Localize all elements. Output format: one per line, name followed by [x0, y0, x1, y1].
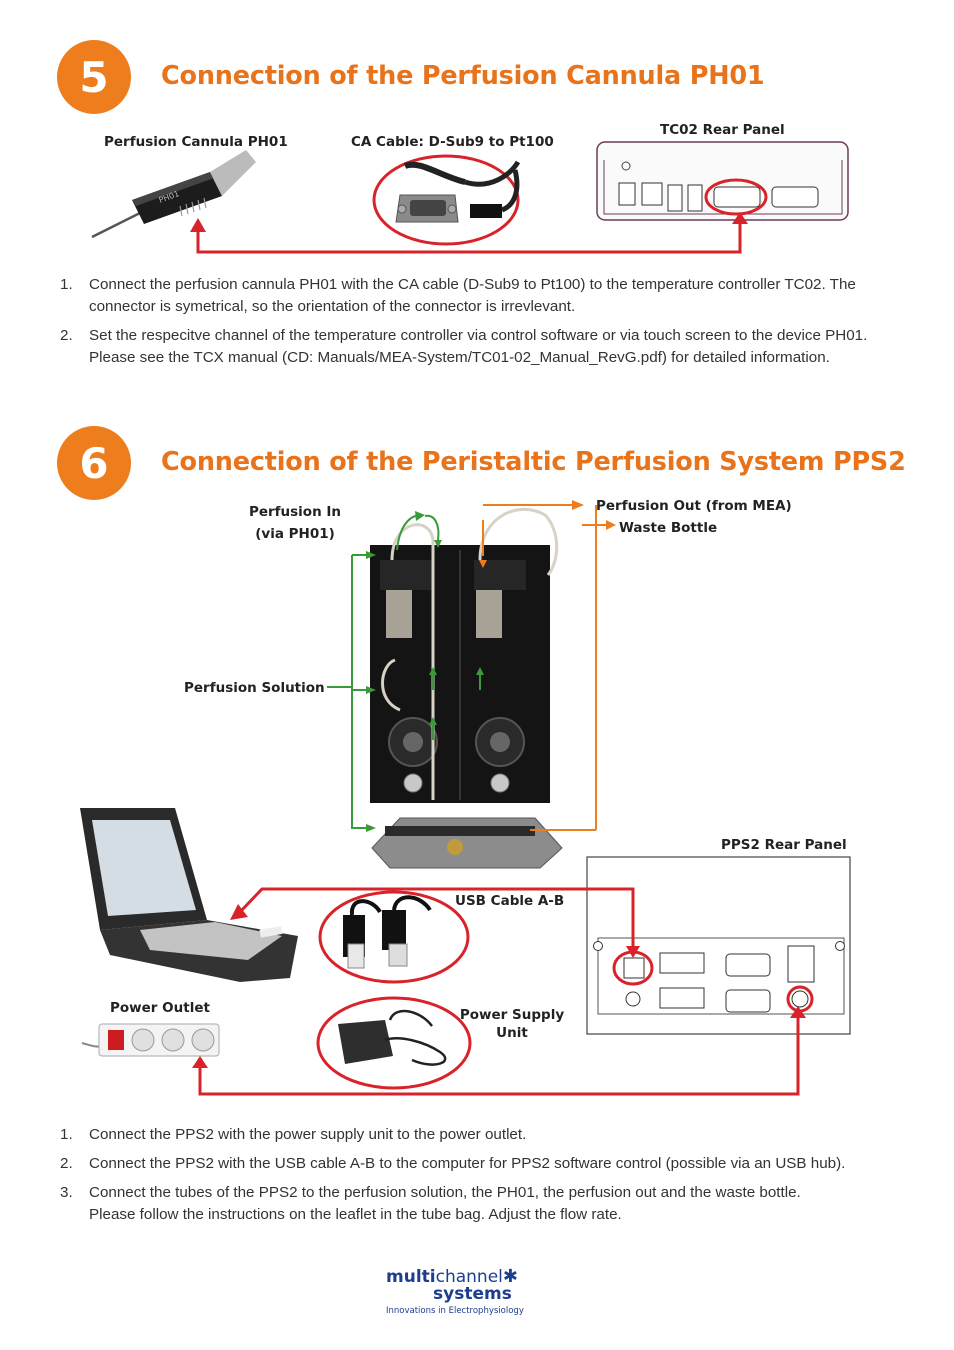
- power-supply-label: Power Supply Unit: [459, 1007, 565, 1041]
- perfusion-out-arrows: [482, 504, 608, 831]
- section-5-connection-arrow: [190, 212, 748, 254]
- section-6-instructions: 1.Connect the PPS2 with the power supply…: [60, 1124, 850, 1233]
- section-6-step-3: 3.Connect the tubes of the PPS2 to the p…: [60, 1184, 801, 1223]
- pps2-rear-panel-image: [586, 856, 851, 1035]
- waste-bottle-label: Waste Bottle: [619, 520, 718, 536]
- power-supply-image: [316, 996, 472, 1090]
- power-outlet-label: Power Outlet: [110, 1000, 210, 1016]
- step-5-badge: 5: [57, 40, 131, 114]
- logo-word-channel: channel: [435, 1267, 503, 1287]
- usb-cable-label: USB Cable A-B: [455, 893, 565, 909]
- section-5-title: Connection of the Perfusion Cannula PH01: [161, 61, 765, 91]
- step-6-number: 6: [79, 438, 109, 488]
- section-5-step-1: 1.Connect the perfusion cannula PH01 wit…: [60, 276, 856, 315]
- step-5-number: 5: [79, 52, 109, 102]
- usb-connection-arrow: [230, 887, 640, 958]
- tc02-rear-panel-label: TC02 Rear Panel: [660, 122, 785, 138]
- tc02-rear-panel-image: [596, 141, 849, 221]
- ca-cable-label: CA Cable: D-Sub9 to Pt100: [351, 134, 554, 150]
- mea-stage-image: [371, 817, 563, 869]
- step-6-badge: 6: [57, 426, 131, 500]
- perfusion-out-label: Perfusion Out (from MEA): [596, 498, 792, 514]
- pps2-rear-panel-label: PPS2 Rear Panel: [721, 837, 847, 853]
- logo-star-icon: ✱: [502, 1266, 518, 1287]
- logo-word-multi: multi: [386, 1267, 436, 1287]
- usb-cable-image: [318, 890, 470, 984]
- section-5-step-2: 2.Set the respecitve channel of the temp…: [60, 327, 868, 366]
- power-connection-arrow: [192, 1006, 806, 1096]
- logo-tagline: Innovations in Electrophysiology: [386, 1306, 524, 1316]
- green-arrowheads: [366, 511, 484, 832]
- logo-word-systems: systems: [433, 1284, 512, 1304]
- perfusion-cannula-image: PH01: [91, 150, 256, 239]
- orange-arrowheads: [479, 500, 616, 568]
- section-6-title: Connection of the Peristaltic Perfusion …: [161, 447, 906, 477]
- section-6-step-2: 2.Connect the PPS2 with the USB cable A-…: [60, 1155, 846, 1172]
- multichannel-systems-logo: multichannel✱ systems Innovations in Ele…: [386, 1266, 526, 1317]
- section-5-instructions: 1.Connect the perfusion cannula PH01 wit…: [60, 274, 880, 376]
- pps2-device-image: [370, 507, 559, 803]
- laptop-image: [80, 808, 298, 982]
- power-outlet-image: [81, 1023, 220, 1057]
- cannula-label: Perfusion Cannula PH01: [104, 134, 288, 150]
- perfusion-in-label: Perfusion In (via PH01): [248, 504, 342, 542]
- section-6-step-1: 1.Connect the PPS2 with the power supply…: [60, 1126, 527, 1143]
- ca-cable-image: [372, 154, 521, 246]
- perfusion-solution-label: Perfusion Solution: [184, 680, 325, 696]
